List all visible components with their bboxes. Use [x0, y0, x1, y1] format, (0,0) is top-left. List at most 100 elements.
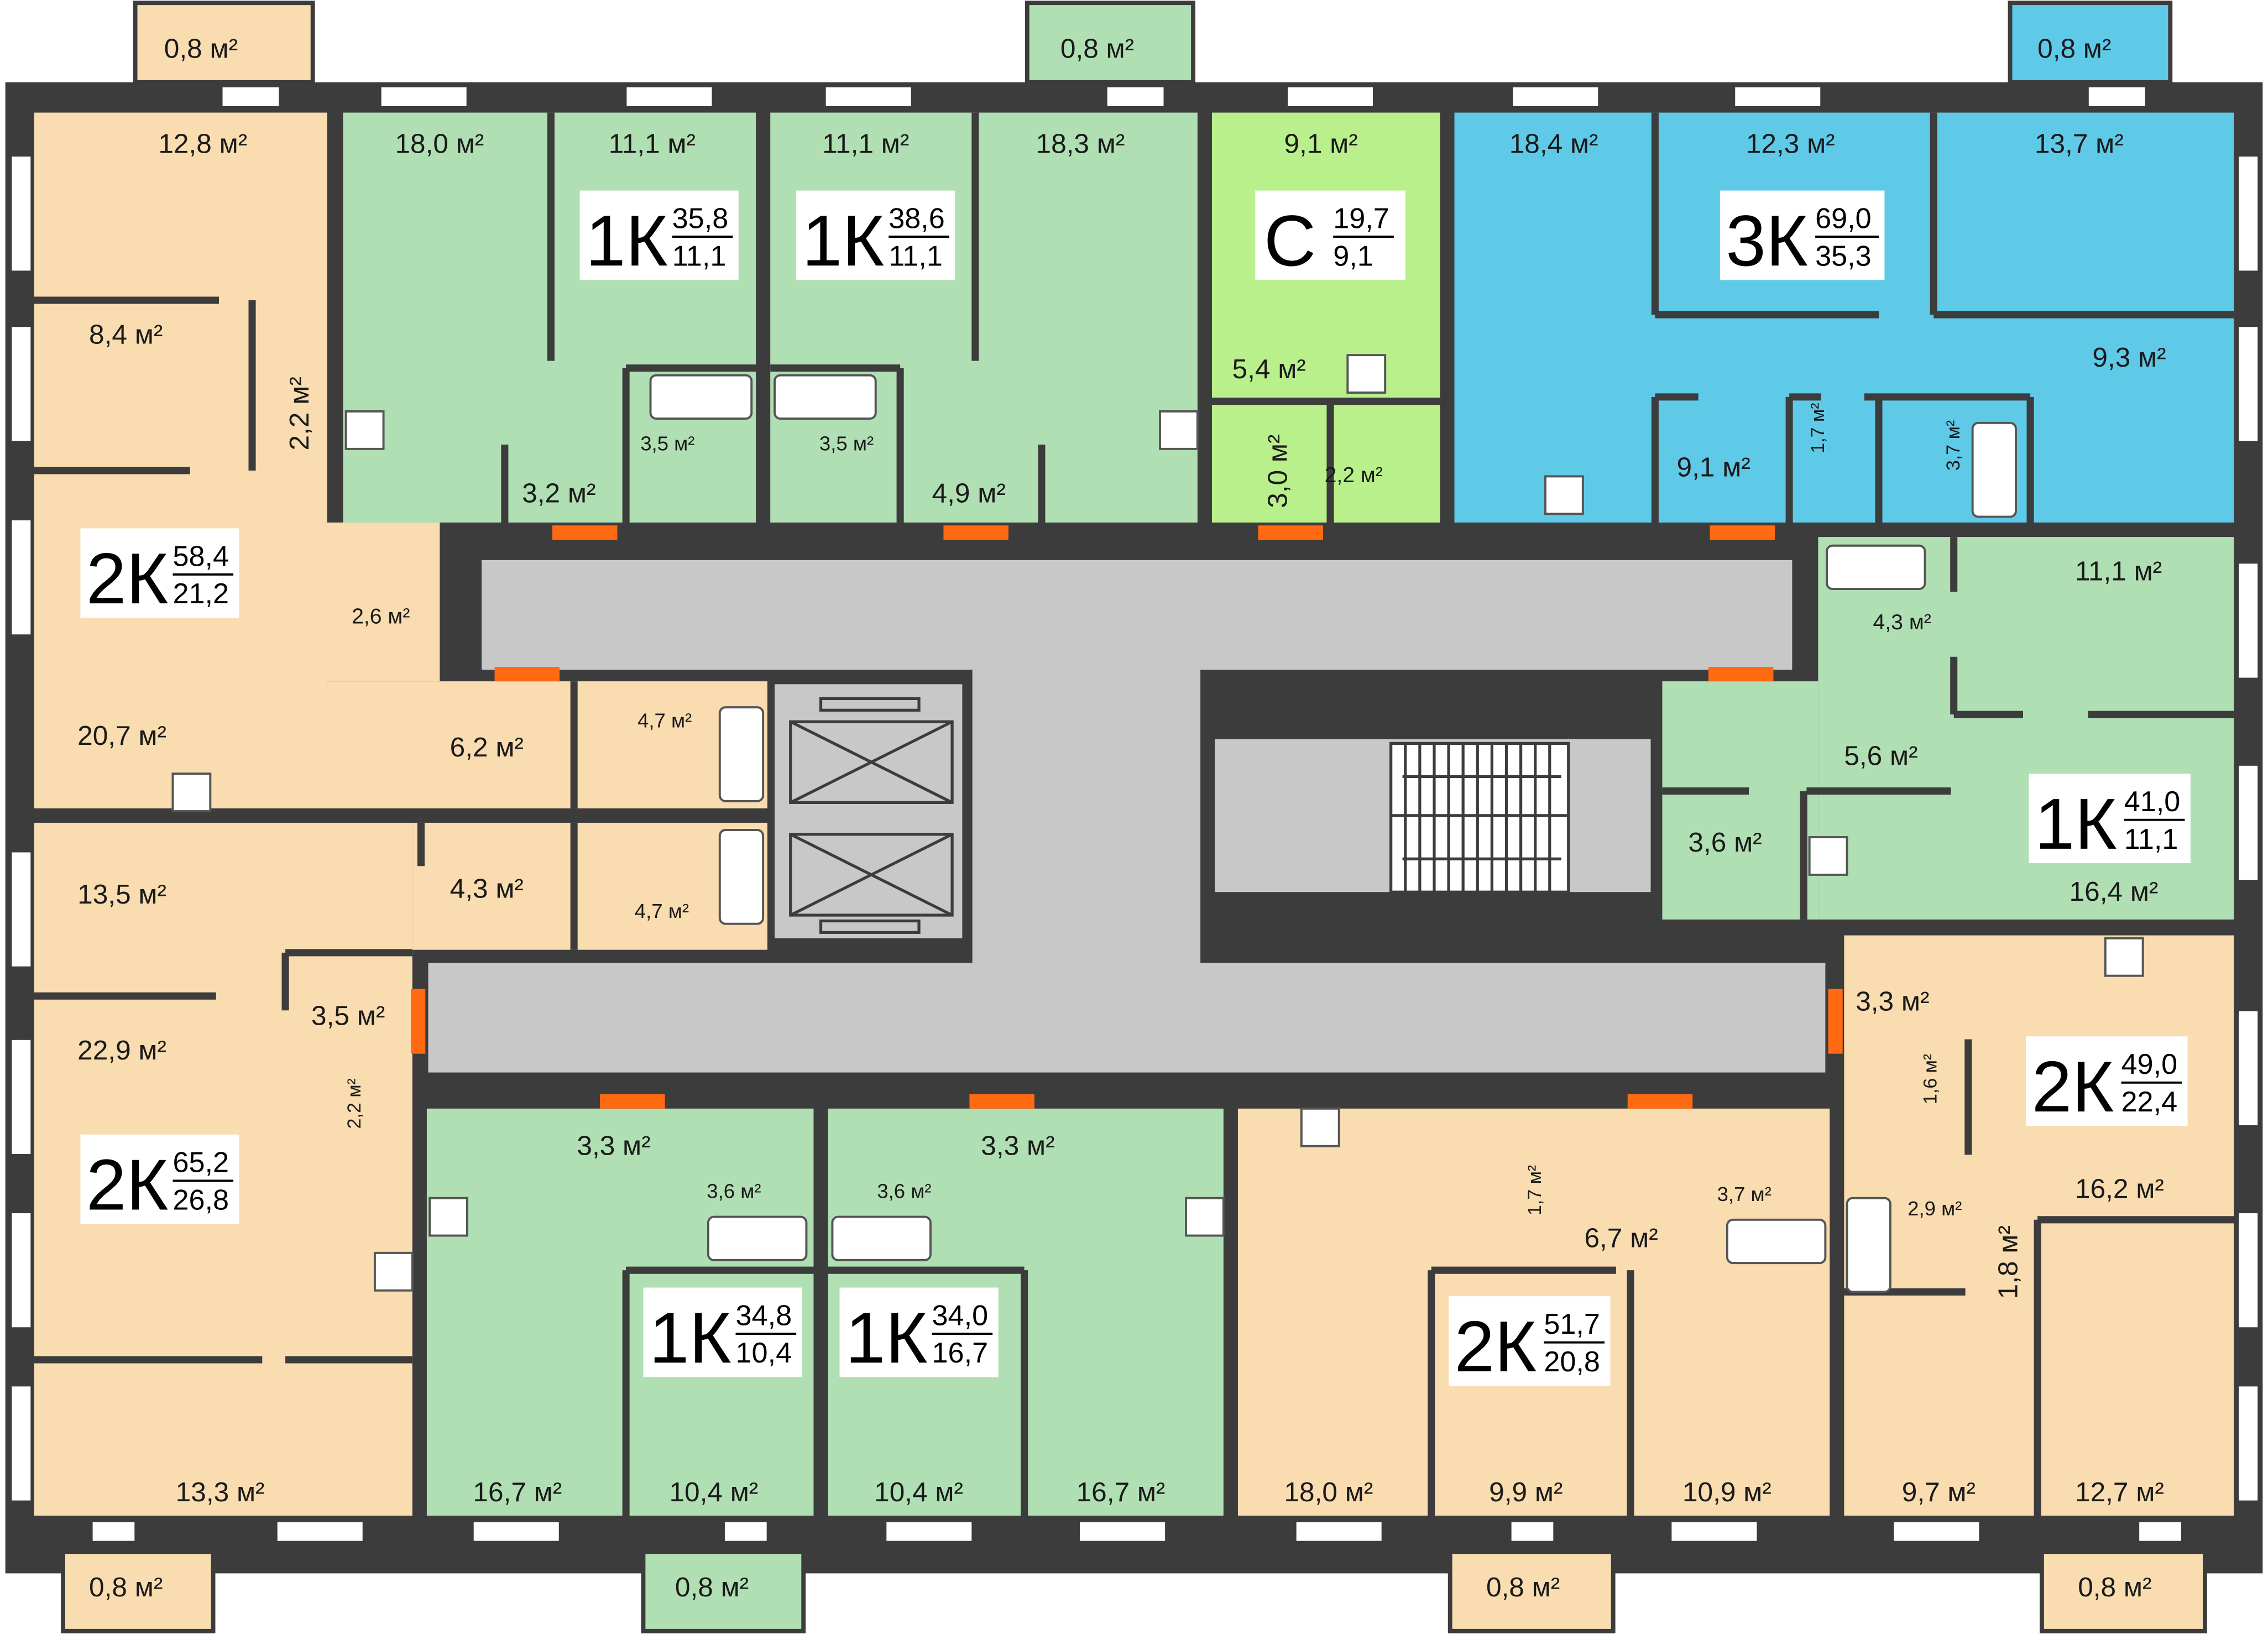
- room-area: 18,4 м²: [1509, 128, 1598, 159]
- room-area: 0,8 м²: [2037, 33, 2111, 64]
- apartment-label: С 19,7 9,1: [1255, 190, 1405, 281]
- apt-label-bg: [1720, 190, 1885, 280]
- room-area: 1,6 м²: [1920, 1054, 1941, 1104]
- apt-total: 38,6: [889, 202, 945, 234]
- apt-living: 21,2: [173, 578, 229, 610]
- apt-label-bg: [1449, 1296, 1611, 1386]
- room-area: 1,7 м²: [1807, 403, 1828, 453]
- room-area: 22,9 м²: [77, 1035, 166, 1066]
- apt-label-bg: [579, 190, 739, 280]
- apartment-studio: [1211, 112, 1440, 523]
- apartment-2k-58: [34, 112, 767, 808]
- apartment-label: 3К 69,0 35,3: [1720, 190, 1885, 281]
- room-area: 13,3 м²: [176, 1476, 265, 1507]
- apt-type: 2К: [2032, 1046, 2114, 1127]
- apt-living: 11,1: [2124, 823, 2178, 855]
- room-area: 4,7 м²: [637, 709, 692, 732]
- room-area: 3,0 м²: [1262, 435, 1293, 508]
- room-area: 2,2 м²: [344, 1078, 365, 1129]
- apt-total: 34,0: [932, 1299, 989, 1332]
- room-area: 16,7 м²: [473, 1476, 562, 1507]
- room-area: 20,7 м²: [77, 720, 166, 751]
- fixtures: [171, 354, 2144, 1293]
- windows: [10, 86, 2259, 1543]
- room-area: 4,3 м²: [450, 873, 524, 904]
- room-area: 0,8 м²: [2078, 1572, 2151, 1602]
- room-area: 18,0 м²: [1284, 1476, 1373, 1507]
- apt-total: 65,2: [173, 1147, 229, 1179]
- room-area: 3,3 м²: [981, 1130, 1054, 1161]
- room-area: 3,5 м²: [819, 432, 874, 455]
- room-area: 9,1 м²: [1677, 451, 1750, 482]
- apt-label-bg: [80, 528, 239, 618]
- apt-label-bg: [2029, 774, 2191, 864]
- stairs: [1389, 742, 1570, 894]
- apt-living: 22,4: [2121, 1086, 2178, 1118]
- room-area: 5,6 м²: [1844, 740, 1917, 771]
- apt-type: 3К: [1726, 200, 1808, 281]
- room-area: 12,3 м²: [1746, 128, 1835, 159]
- apartment-label: 2К 49,0 22,4: [2026, 1036, 2188, 1127]
- room-area: 1,8 м²: [1993, 1225, 2024, 1299]
- apt-type: 1К: [586, 200, 668, 281]
- room-area: 16,2 м²: [2075, 1173, 2164, 1204]
- apt-living: 11,1: [889, 240, 943, 272]
- apt-total: 35,8: [672, 202, 729, 234]
- room-area: 18,0 м²: [395, 128, 484, 159]
- room-area: 8,4 м²: [89, 319, 163, 349]
- room-area: 6,7 м²: [1584, 1222, 1658, 1253]
- room-area: 3,6 м²: [707, 1180, 761, 1203]
- room-area: 16,7 м²: [1076, 1476, 1166, 1507]
- apt-total: 69,0: [1815, 202, 1872, 234]
- apt-total: 51,7: [1544, 1308, 1600, 1340]
- corridor: [972, 670, 1201, 963]
- apt-type: 2К: [1455, 1306, 1537, 1387]
- room-area: 0,8 м²: [164, 33, 238, 64]
- room-area: 4,7 м²: [635, 900, 689, 922]
- room-area: 13,5 м²: [77, 879, 166, 910]
- room-area: 9,7 м²: [1902, 1476, 1976, 1507]
- room-area: 18,3 м²: [1036, 128, 1125, 159]
- room-area: 0,8 м²: [675, 1572, 749, 1602]
- apt-label-bg: [839, 1287, 999, 1377]
- elevator: [789, 697, 954, 934]
- apt-total: 49,0: [2121, 1048, 2178, 1080]
- apartment-label: 1К 35,8 11,1: [579, 190, 739, 281]
- room-area: 12,8 м²: [158, 128, 247, 159]
- room-area: 10,4 м²: [874, 1476, 963, 1507]
- apt-total: 19,7: [1333, 202, 1389, 234]
- apt-label-bg: [1255, 190, 1405, 280]
- apt-total: 41,0: [2124, 786, 2181, 818]
- apt-living: 16,7: [932, 1337, 989, 1369]
- room-area: 10,4 м²: [669, 1476, 758, 1507]
- apartment-label: 2К 65,2 26,8: [80, 1134, 239, 1225]
- balcony: [2008, 1, 2173, 85]
- room-area: 3,2 м²: [522, 477, 595, 508]
- room-area: 2,9 м²: [1908, 1197, 1962, 1220]
- apt-living: 35,3: [1815, 240, 1872, 272]
- apt-living: 9,1: [1333, 240, 1373, 272]
- room-area: 3,6 м²: [877, 1180, 931, 1203]
- room-area: 3,3 м²: [577, 1130, 650, 1161]
- apt-label-bg: [80, 1134, 239, 1224]
- room-area: 3,7 м²: [1717, 1183, 1771, 1205]
- apt-label-bg: [796, 190, 955, 280]
- room-area: 11,1 м²: [609, 128, 696, 159]
- room-area: 3,3 м²: [1856, 985, 1929, 1016]
- room-area: 3,5 м²: [640, 432, 694, 455]
- room-area: 9,9 м²: [1489, 1476, 1562, 1507]
- room-area: 4,9 м²: [932, 477, 1006, 508]
- room-area: 3,5 м²: [311, 1000, 385, 1031]
- apt-total: 34,8: [736, 1299, 792, 1332]
- room-area: 9,1 м²: [1284, 128, 1357, 159]
- balcony: [61, 1549, 216, 1633]
- apartment-label: 2К 58,4 21,2: [80, 528, 239, 619]
- apt-type: 1К: [802, 200, 885, 281]
- apt-type: 1К: [2035, 784, 2117, 864]
- balcony: [1025, 1, 1195, 85]
- apartment-label: 1К 41,0 11,1: [2029, 774, 2191, 864]
- room-area: 5,4 м²: [1232, 353, 1306, 384]
- apartment-label: 1К 38,6 11,1: [796, 190, 955, 281]
- apt-living: 26,8: [173, 1184, 229, 1217]
